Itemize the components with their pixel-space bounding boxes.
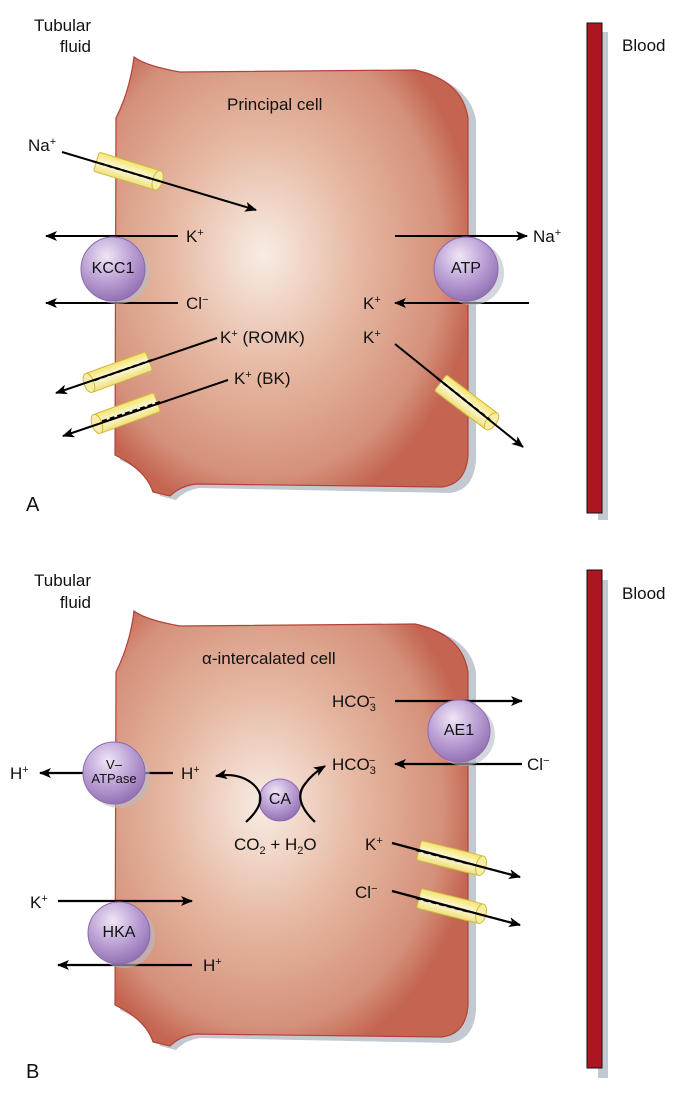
ion-k-kcc1: K+: [186, 227, 204, 246]
reaction-co2-h2o: CO2 + H2O: [234, 835, 317, 857]
ion-h-in: H+: [181, 764, 200, 783]
principal-cell-body: [114, 55, 469, 497]
ion-h-out: H+: [10, 764, 29, 783]
ion-k-atp: K+: [363, 294, 381, 313]
ion-k-basolateral: K+: [363, 328, 381, 347]
kcc1-pump: [80, 236, 146, 302]
atp-pump: [433, 236, 499, 302]
lumen-label-b-line1: Tubular: [33, 571, 91, 590]
ion-h-hka: H+: [203, 956, 222, 975]
blood-vessel-shadow-b: [598, 580, 608, 1078]
cell-title-a: Principal cell: [227, 95, 323, 114]
v-atpase-pump: [82, 741, 146, 805]
k-bk-arrow: [62, 379, 229, 438]
ion-cl-basolateral: Cl−: [355, 883, 378, 902]
na-channel-dashes: [91, 159, 153, 181]
ae1-exchanger: [427, 699, 491, 763]
ca-arrow-right: [299, 765, 326, 823]
blood-label-a: Blood: [622, 36, 666, 55]
blood-vessel: [586, 22, 603, 514]
ion-k-basolateral-b: K+: [365, 835, 383, 854]
ca-label: CA: [268, 791, 292, 808]
lumen-label-a-line2: fluid: [59, 37, 91, 56]
v-atpase-label: V–ATPase: [91, 757, 137, 787]
ion-k-hka: K+: [30, 893, 48, 912]
cell-title-b: α-intercalated cell: [202, 649, 336, 668]
ion-hco3-mid: HCO3−: [332, 755, 376, 777]
atp-label: ATP: [451, 260, 481, 277]
panel-b: [39, 569, 608, 1078]
blood-vessel-shadow: [598, 32, 608, 520]
ion-k-romk: K+ (ROMK): [220, 328, 305, 347]
intercalated-cell-body: [114, 609, 469, 1047]
ion-na-out: Na+: [533, 227, 562, 246]
panel-letter-b: B: [26, 1061, 40, 1083]
blood-label-b: Blood: [622, 584, 666, 603]
ion-na-in: Na+: [28, 136, 57, 155]
ca-arrow-left: [215, 769, 262, 823]
ion-hco3-top: HCO3−: [332, 692, 376, 714]
blood-vessel-b: [586, 569, 603, 1069]
ion-cl-kcc1: Cl−: [186, 294, 209, 313]
panel-a: [45, 22, 608, 520]
lumen-label-b-line2: fluid: [59, 593, 91, 612]
ion-k-bk: K+ (BK): [234, 369, 291, 388]
kcc1-label: KCC1: [91, 260, 135, 277]
ion-cl-ae1: Cl−: [527, 755, 550, 774]
hka-pump: [87, 901, 151, 965]
ae1-label: AE1: [443, 722, 475, 739]
lumen-label-a-line1: Tubular: [33, 16, 91, 35]
hka-label: HKA: [102, 924, 136, 941]
panel-letter-a: A: [26, 494, 40, 516]
